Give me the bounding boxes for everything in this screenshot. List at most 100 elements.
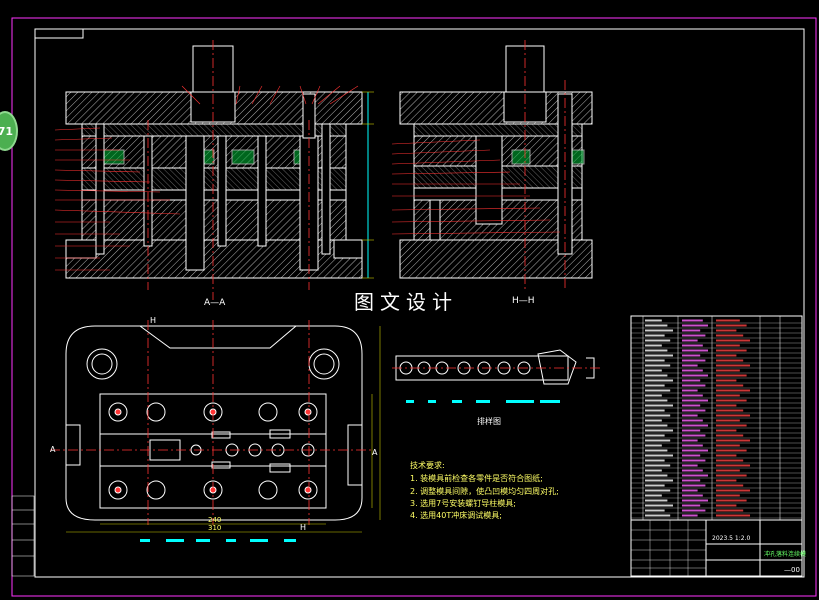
tech-req-item-1: 1. 装模具前检查各零件是否符合图纸; [410, 473, 543, 483]
parts-row-cell [682, 349, 708, 352]
plan-mark-h-top: H [150, 316, 156, 325]
parts-row-cell [645, 389, 671, 392]
page-number-badge[interactable]: 71 [0, 111, 18, 151]
parts-row-cell [682, 514, 698, 517]
parts-row-cell [716, 344, 740, 347]
parts-row-cell [682, 394, 703, 397]
parts-row-cell [716, 414, 750, 417]
parts-row-cell [682, 334, 706, 337]
parts-row-cell [682, 359, 706, 362]
parts-row-cell [682, 404, 701, 407]
parts-row-cell [682, 369, 703, 372]
parts-row-cell [716, 439, 750, 442]
parts-row-cell [716, 349, 747, 352]
parts-row-cell [716, 374, 747, 377]
parts-row-cell [716, 429, 737, 432]
parts-row-cell [716, 424, 747, 427]
plan-mark-h-bottom: H [300, 523, 306, 532]
parts-row-cell [645, 429, 673, 432]
parts-row-cell [716, 459, 744, 462]
title-block [630, 519, 803, 577]
parts-row-cell [682, 399, 708, 402]
plan-dim-inner: 240 [208, 516, 221, 524]
parts-row-cell [716, 514, 750, 517]
parts-row-cell [645, 374, 668, 377]
parts-row-cell [682, 344, 703, 347]
parts-row-cell [716, 319, 740, 322]
parts-row-cell [645, 514, 671, 517]
parts-row-cell [682, 409, 706, 412]
parts-row-cell [645, 319, 662, 322]
parts-row-cell [645, 399, 668, 402]
parts-row-cell [645, 334, 665, 337]
tech-req-item-3: 3. 选用7号安装螺钉导柱模具; [410, 498, 516, 508]
parts-row-cell [682, 319, 703, 322]
parts-row-cell [682, 434, 706, 437]
parts-row-cell [645, 344, 662, 347]
parts-row-cell [716, 404, 737, 407]
title-block-number: —00 [784, 566, 800, 574]
parts-row-cell [716, 419, 740, 422]
parts-row-cell [682, 479, 701, 482]
parts-row-cell [645, 414, 671, 417]
parts-row-cell [716, 474, 747, 477]
parts-row-cell [645, 364, 671, 367]
parts-row-cell [682, 364, 698, 367]
parts-row-cell [645, 329, 673, 332]
parts-row-cell [716, 369, 740, 372]
tech-req-title: 技术要求: [410, 460, 445, 470]
parts-row-cell [645, 349, 668, 352]
parts-row-cell [645, 404, 673, 407]
parts-row-cell [682, 499, 708, 502]
parts-row-cell [645, 359, 665, 362]
parts-row-cell [716, 509, 744, 512]
parts-row-cell [716, 489, 750, 492]
parts-row-cell [716, 389, 750, 392]
parts-row-cell [716, 409, 744, 412]
parts-row-cell [645, 479, 673, 482]
parts-row-cell [682, 429, 701, 432]
parts-row-cell [716, 384, 744, 387]
parts-row-cell [716, 464, 750, 467]
parts-row-cell [645, 474, 668, 477]
parts-row-cell [716, 504, 737, 507]
parts-row-cell [716, 449, 747, 452]
parts-row-cell [716, 479, 737, 482]
parts-row-cell [682, 414, 698, 417]
parts-row-cell [716, 434, 744, 437]
parts-row-cell [682, 504, 701, 507]
title-block-title: 冲孔落料连续模 [764, 550, 806, 558]
parts-row-cell [716, 399, 747, 402]
parts-row-cell [645, 384, 665, 387]
parts-row-cell [645, 419, 662, 422]
parts-row-cell [682, 459, 706, 462]
parts-row-cell [716, 359, 744, 362]
parts-row-cell [716, 484, 744, 487]
parts-row-cell [645, 509, 665, 512]
parts-row-cell [716, 444, 740, 447]
parts-row-cell [716, 339, 750, 342]
tech-req-item-2: 2. 调整模具间隙，使凸凹模均匀四周对孔; [410, 486, 559, 496]
plan-dim-outer: 310 [208, 524, 221, 532]
parts-row-cell [682, 474, 708, 477]
parts-row-cell [716, 494, 740, 497]
parts-row-cell [716, 324, 747, 327]
plan-mark-a-left: A [50, 445, 56, 454]
parts-row-cell [645, 409, 665, 412]
parts-row-cell [682, 449, 708, 452]
parts-row-cell [682, 354, 701, 357]
parts-row-cell [716, 379, 737, 382]
parts-row-cell [716, 334, 744, 337]
parts-row-cell [645, 469, 662, 472]
parts-row-cell [682, 389, 698, 392]
parts-row-cell [682, 329, 701, 332]
parts-row-cell [682, 469, 703, 472]
tech-req-item-4: 4. 选用40T冲床调试模具; [410, 510, 502, 520]
parts-row-cell [645, 499, 668, 502]
parts-row-cell [682, 384, 706, 387]
parts-row-cell [682, 374, 708, 377]
parts-row-cell [645, 489, 671, 492]
parts-row-cell [645, 324, 668, 327]
parts-row-cell [645, 354, 673, 357]
